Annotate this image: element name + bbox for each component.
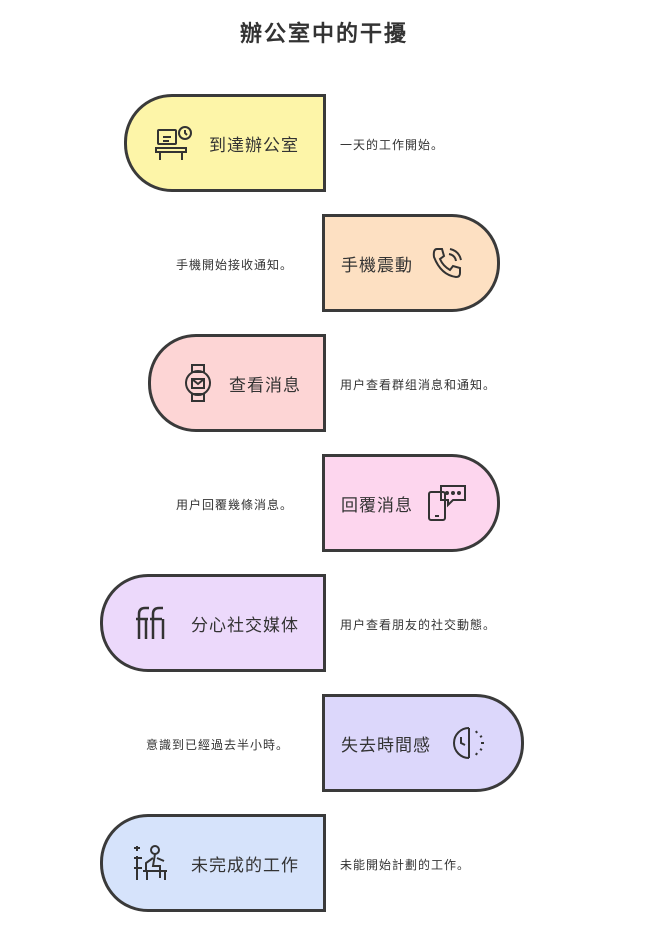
step-6-description: 意識到已經過去半小時。 <box>146 738 290 752</box>
step-2-description: 手機開始接收通知。 <box>176 258 294 272</box>
step-5-label: 分心社交媒体 <box>191 615 299 636</box>
phone-ringing-icon <box>429 245 465 281</box>
step-4-description: 用户回覆幾條消息。 <box>176 498 294 512</box>
page-title: 辦公室中的干擾 <box>239 22 408 47</box>
step-1-pill: 到達辦公室 <box>124 94 326 192</box>
step-1-label: 到達辦公室 <box>209 135 299 156</box>
step-7-label: 未完成的工作 <box>191 855 299 876</box>
step-2-pill: 手機震動 <box>322 214 500 312</box>
stressed-worker-icon <box>133 844 169 882</box>
step-3-pill: 查看消息 <box>148 334 326 432</box>
phone-chat-icon <box>427 484 467 522</box>
step-3-description: 用户查看群组消息和通知。 <box>340 378 497 392</box>
step-5-pill: 分心社交媒体 <box>100 574 326 672</box>
step-7-pill: 未完成的工作 <box>100 814 326 912</box>
step-4-pill: 回覆消息 <box>322 454 500 552</box>
step-1-description: 一天的工作開始。 <box>340 138 445 152</box>
step-3-label: 查看消息 <box>229 375 301 396</box>
step-6-label: 失去時間感 <box>341 735 431 756</box>
step-7-description: 未能開始計劃的工作。 <box>340 858 471 872</box>
step-4-label: 回覆消息 <box>341 495 413 516</box>
half-clock-icon <box>451 725 487 761</box>
step-5-description: 用户查看朋友的社交動態。 <box>340 618 497 632</box>
smartwatch-mail-icon <box>183 364 213 402</box>
desk-clock-icon <box>155 124 193 162</box>
step-2-label: 手機震動 <box>341 255 413 276</box>
social-ff-icon <box>135 606 169 640</box>
step-6-pill: 失去時間感 <box>322 694 524 792</box>
